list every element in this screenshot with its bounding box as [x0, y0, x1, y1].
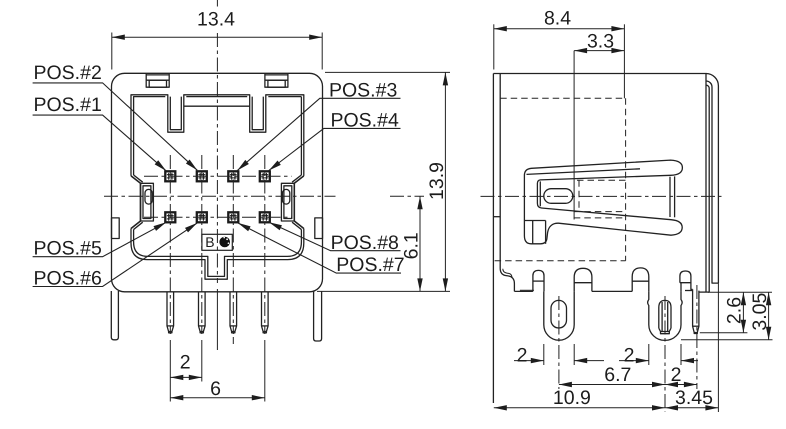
svg-text:10.9: 10.9: [553, 387, 591, 409]
svg-text:3.45: 3.45: [675, 387, 713, 409]
svg-text:POS.#1: POS.#1: [34, 94, 102, 116]
svg-text:13.4: 13.4: [197, 9, 235, 31]
svg-text:B: B: [205, 234, 214, 250]
svg-text:3.3: 3.3: [587, 31, 614, 53]
svg-text:2: 2: [624, 345, 635, 367]
svg-text:POS.#4: POS.#4: [331, 109, 399, 131]
svg-text:6.7: 6.7: [604, 364, 631, 386]
svg-text:6.1: 6.1: [401, 232, 423, 259]
svg-text:2: 2: [180, 352, 191, 374]
svg-text:POS.#2: POS.#2: [34, 62, 102, 84]
svg-text:POS.#6: POS.#6: [34, 267, 102, 289]
svg-text:POS.#7: POS.#7: [336, 254, 404, 276]
svg-text:3.05: 3.05: [749, 292, 771, 330]
svg-text:2: 2: [517, 345, 528, 367]
svg-text:POS.#8: POS.#8: [331, 232, 399, 254]
svg-text:POS.#5: POS.#5: [34, 238, 102, 260]
svg-text:13.9: 13.9: [426, 162, 448, 200]
svg-text:POS.#3: POS.#3: [329, 80, 397, 102]
svg-text:8.4: 8.4: [544, 8, 571, 30]
svg-text:6: 6: [210, 378, 221, 400]
svg-text:2.6: 2.6: [724, 297, 746, 324]
svg-text:2: 2: [671, 364, 682, 386]
